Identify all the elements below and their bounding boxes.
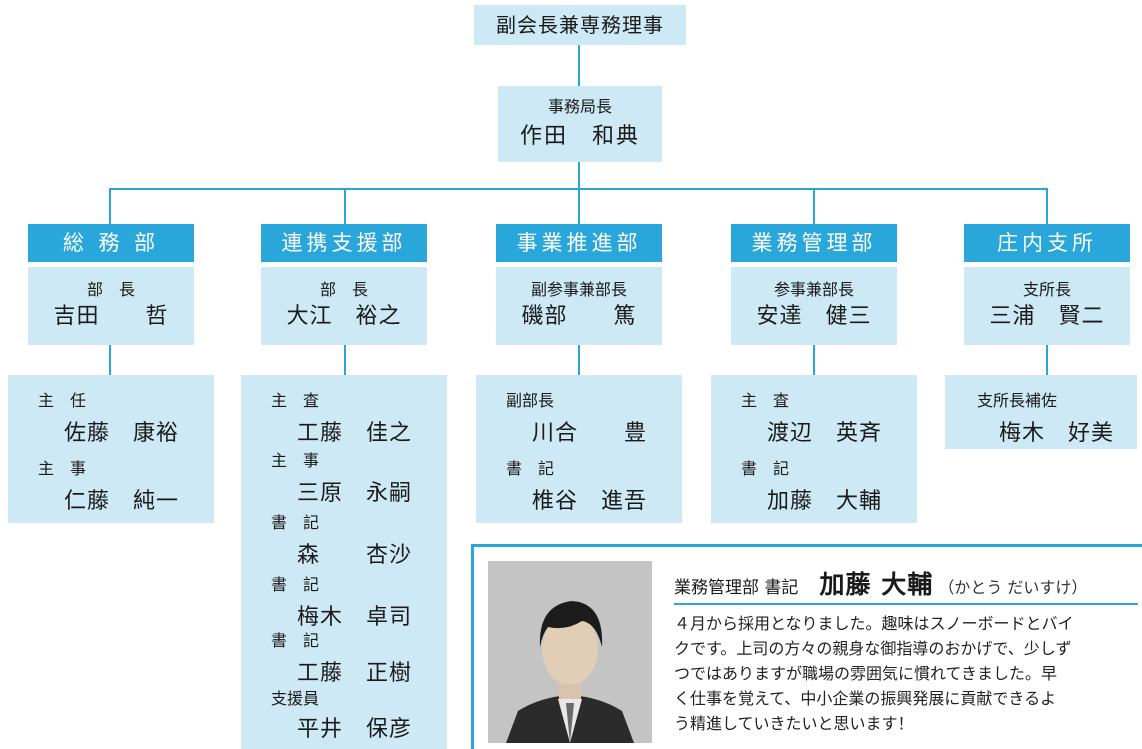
staff-role: 書 記 <box>506 459 555 478</box>
staff-role: 主 事 <box>38 459 87 478</box>
staff-box-shonai-branch: 支所長補佐 梅木 好美 <box>945 375 1137 449</box>
message-line: う精進していきたいと思います！ <box>674 714 914 733</box>
staff-role: 支援員 <box>271 689 320 708</box>
manager-name: 吉田 哲 <box>53 304 169 329</box>
dept-header-shonai-branch: 庄内支所 <box>964 224 1130 262</box>
top-executive-box: 副会長兼専務理事 <box>474 5 686 45</box>
manager-role: 部 長 <box>86 280 135 299</box>
staff-name: 加藤 大輔 <box>767 489 883 514</box>
dept-manager-shonai-branch: 支所長 三浦 賢二 <box>964 267 1130 345</box>
top-executive-title: 副会長兼専務理事 <box>496 13 664 37</box>
dept-manager-partnership-support: 部 長 大江 裕之 <box>261 267 427 345</box>
feature-position: 業務管理部 書記 <box>674 578 799 598</box>
staff-role: 主 査 <box>741 391 790 410</box>
staff-name: 梅木 好美 <box>999 421 1115 446</box>
staff-role: 副部長 <box>506 391 555 410</box>
manager-name: 大江 裕之 <box>286 304 402 329</box>
staff-box-general-affairs: 主 任 佐藤 康裕 主 事 仁藤 純一 <box>8 375 214 523</box>
feature-name-kana: （かとう だいすけ） <box>938 578 1088 597</box>
feature-message: ４月から採用となりました。趣味はスノーボードとバイ クです。上司の方々の親身な御… <box>674 611 1140 736</box>
staff-role: 書 記 <box>741 459 790 478</box>
staff-name: 平井 保彦 <box>297 717 413 742</box>
staff-role: 書 記 <box>271 513 320 532</box>
staff-role: 主 査 <box>271 391 320 410</box>
staff-name: 佐藤 康裕 <box>64 421 180 446</box>
staff-box-partnership-support: 主 査 工藤 佳之 主 事 三原 永嗣 書 記 森 杏沙 書 記 梅木 卓司 書… <box>241 375 447 749</box>
message-line: クです。上司の方々の親身な御指導のおかげで、少しず <box>674 639 1072 658</box>
staff-name: 椎谷 進吾 <box>532 489 648 514</box>
chief-role: 事務局長 <box>547 97 612 116</box>
dept-manager-business-promotion: 副参事兼部長 磯部 篤 <box>496 267 662 345</box>
feature-divider <box>674 603 1138 605</box>
staff-name: 仁藤 純一 <box>64 489 180 514</box>
staff-role: 支所長補佐 <box>977 391 1058 410</box>
new-staff-feature: 業務管理部 書記 加藤 大輔 （かとう だいすけ） ４月から採用となりました。趣… <box>471 544 1142 749</box>
manager-role: 部 長 <box>319 280 368 299</box>
dept-manager-general-affairs: 部 長 吉田 哲 <box>28 267 194 345</box>
manager-name: 三浦 賢二 <box>989 304 1105 329</box>
dept-manager-operations-management: 参事兼部長 安達 健三 <box>731 267 897 345</box>
staff-name: 梅木 卓司 <box>297 605 413 630</box>
staff-box-operations-management: 主 査 渡辺 英斉 書 記 加藤 大輔 <box>711 375 917 523</box>
dept-header-operations-management: 業務管理部 <box>731 224 897 262</box>
staff-name: 渡辺 英斉 <box>767 421 883 446</box>
manager-role: 副参事兼部長 <box>530 280 627 299</box>
feature-name: 加藤 大輔 <box>819 570 934 599</box>
manager-name: 磯部 篤 <box>521 304 637 329</box>
staff-name: 工藤 佳之 <box>297 421 413 446</box>
staff-role: 主 事 <box>271 451 320 470</box>
staff-box-business-promotion: 副部長 川合 豊 書 記 椎谷 進吾 <box>476 375 682 523</box>
dept-header-business-promotion: 事業推進部 <box>496 224 662 262</box>
manager-name: 安達 健三 <box>756 304 872 329</box>
staff-role: 書 記 <box>271 575 320 594</box>
staff-name: 三原 永嗣 <box>297 481 413 506</box>
message-line: く仕事を覚えて、中小企業の振興発展に貢献できるよ <box>674 689 1057 708</box>
staff-role: 書 記 <box>271 631 320 650</box>
staff-name: 川合 豊 <box>532 421 648 446</box>
chief-name: 作田 和典 <box>519 124 640 149</box>
staff-name: 工藤 正樹 <box>297 661 413 686</box>
manager-role: 参事兼部長 <box>773 280 854 299</box>
secretariat-chief-box: 事務局長 作田 和典 <box>498 86 662 162</box>
staff-photo <box>488 561 652 743</box>
dept-header-general-affairs: 総 務 部 <box>28 224 194 262</box>
message-line: つではありますが職場の雰囲気に慣れてきました。早 <box>674 664 1058 683</box>
portrait-image <box>488 561 652 743</box>
staff-role: 主 任 <box>38 391 87 410</box>
dept-header-partnership-support: 連携支援部 <box>261 224 427 262</box>
staff-name: 森 杏沙 <box>297 543 413 568</box>
feature-heading: 業務管理部 書記 加藤 大輔 （かとう だいすけ） <box>674 565 1134 599</box>
manager-role: 支所長 <box>1022 280 1071 299</box>
message-line: ４月から採用となりました。趣味はスノーボードとバイ <box>674 614 1074 633</box>
